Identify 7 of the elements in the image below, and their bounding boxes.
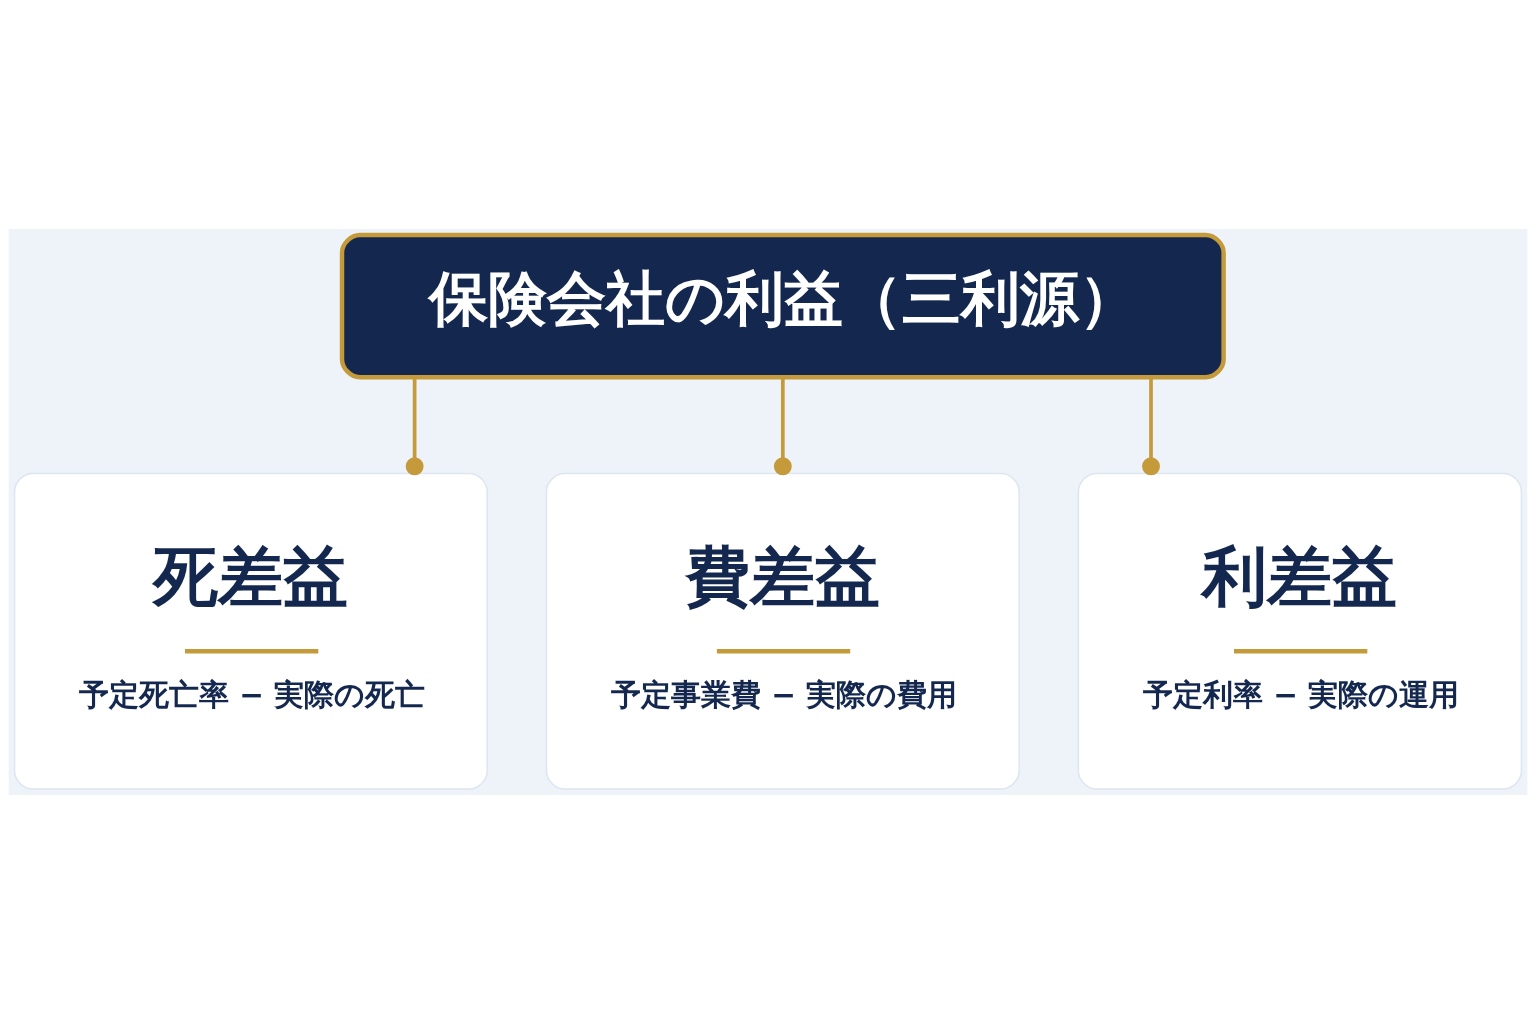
node-box: 費差益 予定事業費 − 実際の費用	[545, 472, 1020, 790]
connector	[405, 377, 424, 476]
connector	[773, 377, 792, 476]
node-box: 死差益 予定死亡率 − 実際の死亡	[13, 472, 488, 790]
connector	[1142, 377, 1160, 476]
node-box: 利差益 予定利率 − 実際の運用	[1077, 472, 1523, 790]
node-box: 保険会社の利益（三利源）	[339, 232, 1226, 380]
